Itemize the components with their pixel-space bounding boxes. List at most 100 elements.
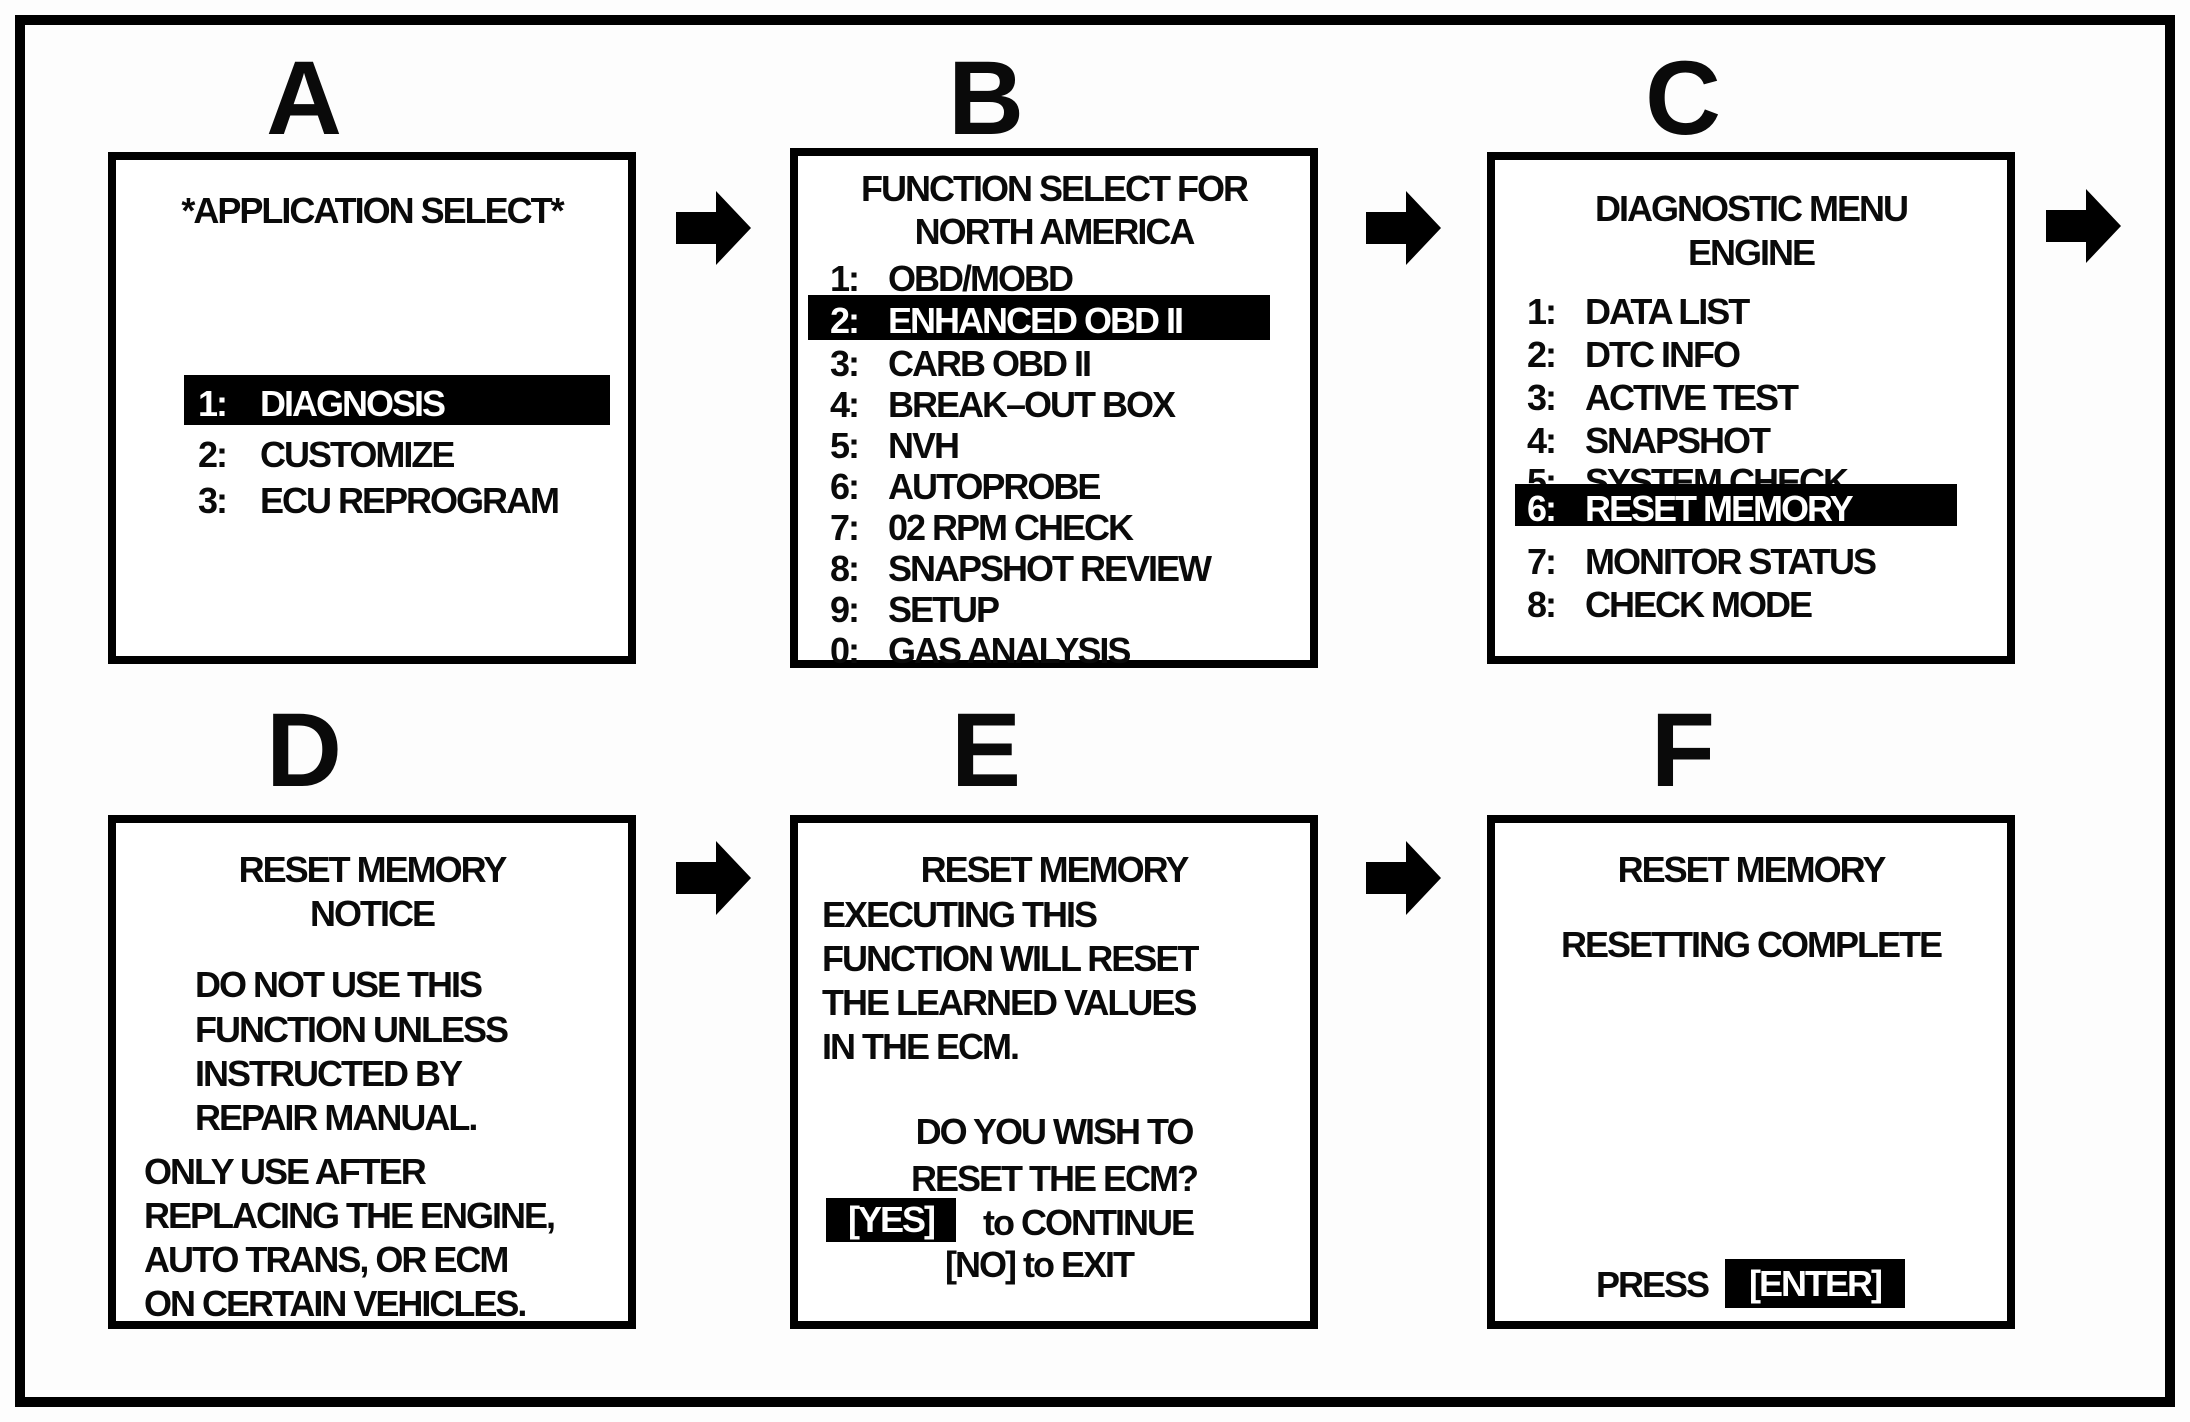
usage-text-line: AUTO TRANS, OR ECM: [144, 1239, 509, 1280]
menu-item-snapshot-review: 8: SNAPSHOT REVIEW: [806, 548, 1302, 590]
arrow-right-icon: [676, 186, 754, 270]
step-label-d: D: [266, 692, 342, 809]
menu-item-number: 3:: [1527, 377, 1557, 418]
menu-item-label: CARB OBD II: [888, 343, 1092, 384]
menu-item-label: DATA LIST: [1585, 291, 1750, 332]
screen-reset-memory-confirm: RESET MEMORY EXECUTING THIS FUNCTION WIL…: [790, 815, 1318, 1329]
menu-item-monitor-status: 7: MONITOR STATUS: [1503, 541, 1999, 583]
menu-item-active-test: 3: ACTIVE TEST: [1503, 377, 1999, 419]
menu-item-02-rpm-check: 7: 02 RPM CHECK: [806, 507, 1302, 549]
menu-item-break-out-box: 4: BREAK–OUT BOX: [806, 384, 1302, 426]
screen-e-heading: RESET MEMORY: [920, 849, 1190, 890]
menu-item-number: 3:: [198, 480, 228, 521]
menu-item-snapshot: 4: SNAPSHOT: [1503, 420, 1999, 462]
screen-resetting-complete: RESET MEMORY RESETTING COMPLETE PRESS [E…: [1487, 815, 2015, 1329]
warning-text-line: FUNCTION UNLESS: [195, 1009, 509, 1050]
screen-d-title-line1: RESET MEMORY: [238, 849, 508, 890]
step-label-b: B: [948, 40, 1024, 157]
menu-item-number: 1:: [830, 258, 860, 299]
screen-c-title-line2: ENGINE: [1687, 232, 1816, 273]
usage-text-line: REPLACING THE ENGINE,: [144, 1195, 556, 1236]
confirm-prompt-line2: RESET THE ECM?: [910, 1158, 1199, 1199]
menu-item-label: SNAPSHOT REVIEW: [888, 548, 1212, 589]
menu-item-number: 8:: [1527, 584, 1557, 625]
menu-item-label: ENHANCED OBD II: [888, 300, 1184, 341]
warning-text-line: DO NOT USE THIS: [195, 964, 483, 1005]
status-text: RESETTING COMPLETE: [1560, 924, 1943, 965]
body-text-line: IN THE ECM.: [822, 1026, 1020, 1067]
menu-item-number: 1:: [1527, 291, 1557, 332]
menu-item-gas-analysis: 0: GAS ANALYSIS: [806, 630, 1302, 672]
body-text-line: EXECUTING THIS: [822, 894, 1098, 935]
yes-key-label: [YES]: [847, 1199, 936, 1240]
step-label-f: F: [1650, 692, 1716, 809]
screen-b-title-line2: NORTH AMERICA: [914, 211, 1196, 252]
menu-item-label: NVH: [888, 425, 960, 466]
screen-f-heading: RESET MEMORY: [1617, 849, 1887, 890]
menu-item-number: 0:: [830, 630, 860, 671]
menu-item-label: OBD/MOBD: [888, 258, 1074, 299]
screen-d-title-line2: NOTICE: [309, 893, 436, 934]
menu-item-label: CUSTOMIZE: [260, 434, 455, 475]
screen-e-content: RESET MEMORY EXECUTING THIS FUNCTION WIL…: [806, 831, 1302, 1313]
menu-item-number: 7:: [1527, 541, 1557, 582]
menu-item-label: DIAGNOSIS: [260, 383, 446, 424]
menu-item-number: 2:: [1527, 334, 1557, 375]
menu-item-number: 9:: [830, 589, 860, 630]
menu-item-label: AUTOPROBE: [888, 466, 1101, 507]
menu-item-ecu-reprogram: 3: ECU REPROGRAM: [124, 480, 620, 522]
menu-item-diagnosis-highlighted: 1: DIAGNOSIS: [184, 375, 610, 425]
menu-item-label: SNAPSHOT: [1585, 420, 1771, 461]
step-label-a: A: [266, 40, 342, 157]
screen-c-title-line1: DIAGNOSTIC MENU: [1595, 188, 1909, 229]
screen-application-select: *APPLICATION SELECT* 1: DIAGNOSIS 2: CUS…: [108, 152, 636, 664]
confirm-prompt-line1: DO YOU WISH TO: [915, 1111, 1195, 1152]
menu-item-number: 3:: [830, 343, 860, 384]
menu-item-label: GAS ANALYSIS: [888, 630, 1131, 671]
arrow-right-icon: [1366, 186, 1444, 270]
arrow-right-icon: [676, 836, 754, 920]
warning-text-line: REPAIR MANUAL.: [195, 1097, 478, 1138]
menu-item-number: 6:: [1527, 488, 1557, 529]
yes-key-highlighted: [YES]: [826, 1198, 956, 1242]
menu-item-check-mode: 8: CHECK MODE: [1503, 584, 1999, 626]
screen-a-content: *APPLICATION SELECT* 1: DIAGNOSIS 2: CUS…: [124, 168, 620, 648]
screen-b-title-line1: FUNCTION SELECT FOR: [861, 168, 1249, 209]
menu-item-label: SETUP: [888, 589, 1000, 630]
enter-key-label: [ENTER]: [1749, 1263, 1883, 1304]
menu-item-reset-memory-highlighted: 6: RESET MEMORY: [1515, 484, 1957, 529]
usage-text-line: ON CERTAIN VEHICLES.: [144, 1283, 527, 1324]
menu-item-number: 2:: [198, 434, 228, 475]
arrow-right-icon: [2046, 184, 2124, 268]
menu-item-label: RESET MEMORY: [1585, 488, 1854, 529]
screen-a-title: *APPLICATION SELECT*: [181, 190, 564, 231]
step-label-e: E: [950, 692, 1022, 809]
screen-function-select: FUNCTION SELECT FOR NORTH AMERICA 1: OBD…: [790, 148, 1318, 671]
menu-item-number: 4:: [830, 384, 860, 425]
screen-reset-memory-notice: RESET MEMORY NOTICE DO NOT USE THIS FUNC…: [108, 815, 636, 1329]
menu-item-nvh: 5: NVH: [806, 425, 1302, 467]
yes-action-text: to CONTINUE: [983, 1202, 1195, 1243]
menu-item-data-list: 1: DATA LIST: [1503, 291, 1999, 333]
screen-b-content: FUNCTION SELECT FOR NORTH AMERICA 1: OBD…: [806, 164, 1302, 671]
menu-item-carb-obd2: 3: CARB OBD II: [806, 343, 1302, 385]
menu-item-label: 02 RPM CHECK: [888, 507, 1134, 548]
press-label: PRESS: [1596, 1264, 1710, 1305]
menu-item-number: 1:: [198, 383, 228, 424]
menu-item-label: DTC INFO: [1585, 334, 1741, 375]
menu-item-number: 4:: [1527, 420, 1557, 461]
menu-item-label: ACTIVE TEST: [1585, 377, 1799, 418]
menu-item-number: 8:: [830, 548, 860, 589]
menu-item-number: 5:: [830, 425, 860, 466]
screen-f-content: RESET MEMORY RESETTING COMPLETE PRESS [E…: [1503, 831, 1999, 1313]
menu-item-label: MONITOR STATUS: [1585, 541, 1877, 582]
body-text-line: THE LEARNED VALUES: [822, 982, 1197, 1023]
arrow-right-icon: [1366, 836, 1444, 920]
menu-item-dtc-info: 2: DTC INFO: [1503, 334, 1999, 376]
menu-item-number: 7:: [830, 507, 860, 548]
screen-c-content: DIAGNOSTIC MENU ENGINE 1: DATA LIST 2: D…: [1503, 168, 1999, 648]
no-action-text: [NO] to EXIT: [945, 1244, 1135, 1285]
screen-d-content: RESET MEMORY NOTICE DO NOT USE THIS FUNC…: [124, 831, 620, 1323]
menu-item-number: 6:: [830, 466, 860, 507]
